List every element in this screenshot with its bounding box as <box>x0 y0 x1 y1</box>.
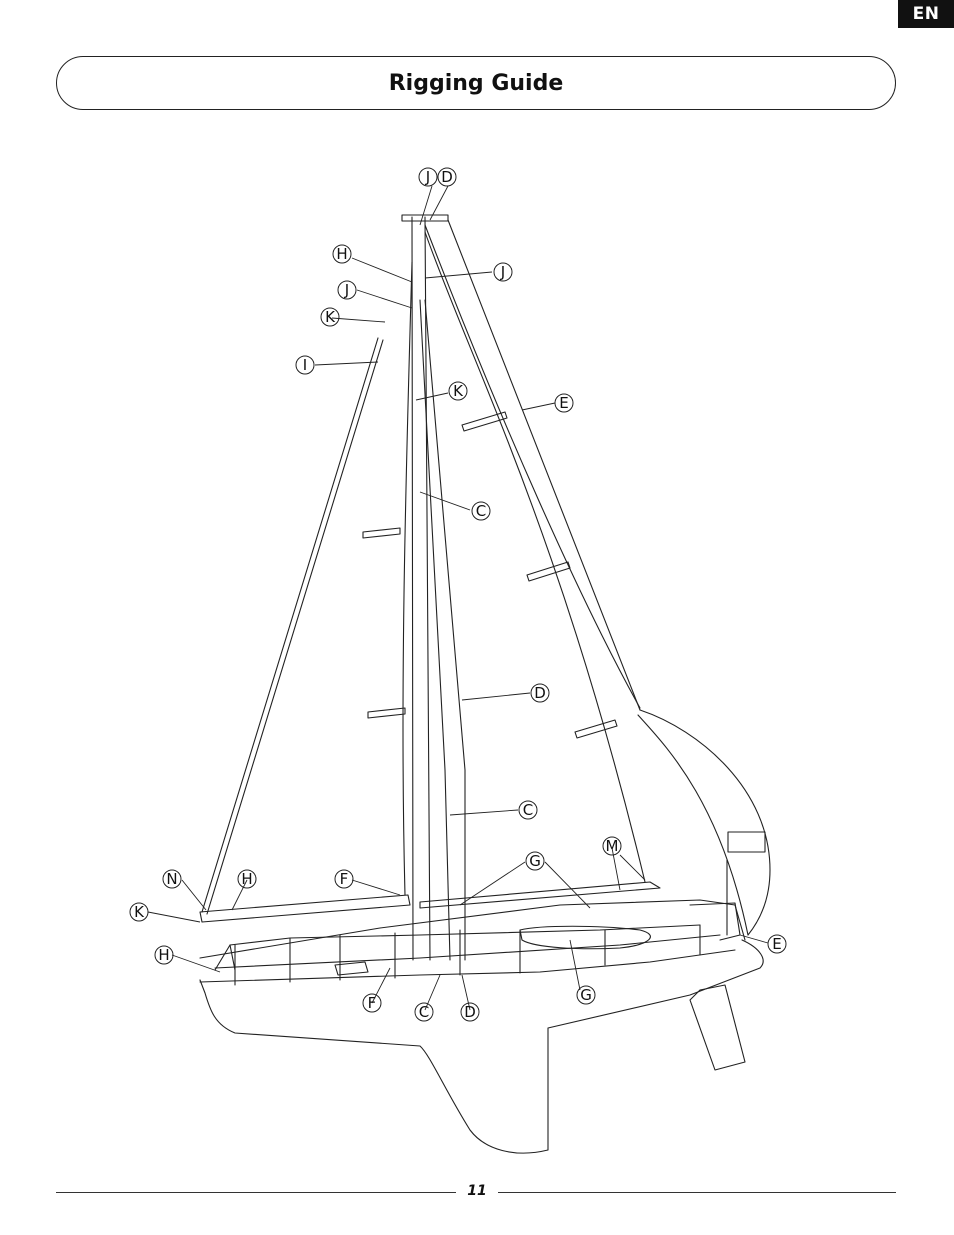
callout-d-lower: D <box>460 1002 480 1022</box>
svg-text:G: G <box>580 986 592 1004</box>
flag <box>727 831 766 853</box>
callout-n: N <box>162 869 182 889</box>
jib-boom <box>419 881 661 909</box>
svg-text:J: J <box>425 168 430 186</box>
svg-text:F: F <box>368 994 377 1012</box>
svg-text:K: K <box>453 382 464 400</box>
svg-text:H: H <box>241 870 252 888</box>
svg-text:N: N <box>166 870 177 888</box>
title-box: Rigging Guide <box>56 56 896 110</box>
deck-hatch <box>334 961 369 976</box>
mainsail-leech-inner <box>206 339 384 915</box>
svg-text:K: K <box>325 308 336 326</box>
callout-j-right: J <box>493 262 513 282</box>
forestay <box>447 219 641 711</box>
callout-c-upper: C <box>471 501 491 521</box>
language-tab: EN <box>898 0 954 28</box>
callout-e-upper: E <box>554 393 574 413</box>
callout-e-lower: E <box>767 934 787 954</box>
main-boom <box>199 894 411 923</box>
jib-leech <box>424 231 646 883</box>
callout-h-lower: H <box>154 945 174 965</box>
callout-k-mid: K <box>448 381 468 401</box>
svg-text:D: D <box>464 1003 476 1021</box>
hull-outline <box>199 939 764 1154</box>
svg-text:H: H <box>158 946 169 964</box>
callout-labels: J D H J J K I K E C D C M G N H F K H E … <box>129 167 787 1022</box>
svg-text:M: M <box>606 837 619 855</box>
deck-lower-edge <box>199 949 736 983</box>
deck-edge <box>199 899 746 959</box>
mainsail-leech <box>201 337 379 913</box>
mast <box>401 214 449 961</box>
svg-text:D: D <box>534 684 546 702</box>
stern-rail <box>689 902 741 941</box>
keel-fin <box>689 984 746 1071</box>
callout-f-lower: F <box>362 993 382 1013</box>
page-number: 11 <box>467 1183 487 1199</box>
svg-text:C: C <box>419 1003 429 1021</box>
svg-text:H: H <box>336 245 347 263</box>
jib-luff <box>424 224 641 709</box>
callout-h-mid: H <box>237 869 257 889</box>
page-title: Rigging Guide <box>388 70 564 96</box>
svg-text:G: G <box>529 852 541 870</box>
callout-c-mid: C <box>518 800 538 820</box>
callout-i: I <box>295 355 315 375</box>
callout-h-upper: H <box>332 244 352 264</box>
callout-j-left: J <box>337 280 357 300</box>
callout-c-lower: C <box>414 1002 434 1022</box>
callout-k-upper: K <box>320 307 340 327</box>
shroud-1 <box>419 299 451 961</box>
cockpit-outline <box>519 925 651 950</box>
svg-text:C: C <box>476 502 486 520</box>
footer-rule-right <box>498 1192 896 1193</box>
svg-text:J: J <box>344 281 349 299</box>
svg-text:D: D <box>441 168 453 186</box>
callout-k-lower: K <box>129 902 149 922</box>
callout-d-top: D <box>437 167 457 187</box>
callout-j-top: J <box>418 167 438 187</box>
callout-g-lower: G <box>576 985 596 1005</box>
spinnaker-edge <box>639 709 771 936</box>
battens <box>362 411 618 739</box>
side-rail <box>229 924 701 946</box>
svg-text:E: E <box>772 935 781 953</box>
shroud-2 <box>424 299 466 961</box>
mainsail-luff <box>402 261 413 896</box>
footer-rule-left <box>56 1192 456 1193</box>
callout-g-upper: G <box>525 851 545 871</box>
bow-rail <box>214 944 236 971</box>
svg-text:I: I <box>303 356 307 374</box>
callout-d-mid: D <box>530 683 550 703</box>
callout-f-upper: F <box>334 869 354 889</box>
callout-m: M <box>602 836 622 856</box>
svg-text:F: F <box>340 870 349 888</box>
spinnaker-inner <box>637 714 749 936</box>
svg-text:J: J <box>500 263 505 281</box>
svg-text:K: K <box>134 903 145 921</box>
svg-text:C: C <box>523 801 533 819</box>
svg-text:E: E <box>559 394 568 412</box>
